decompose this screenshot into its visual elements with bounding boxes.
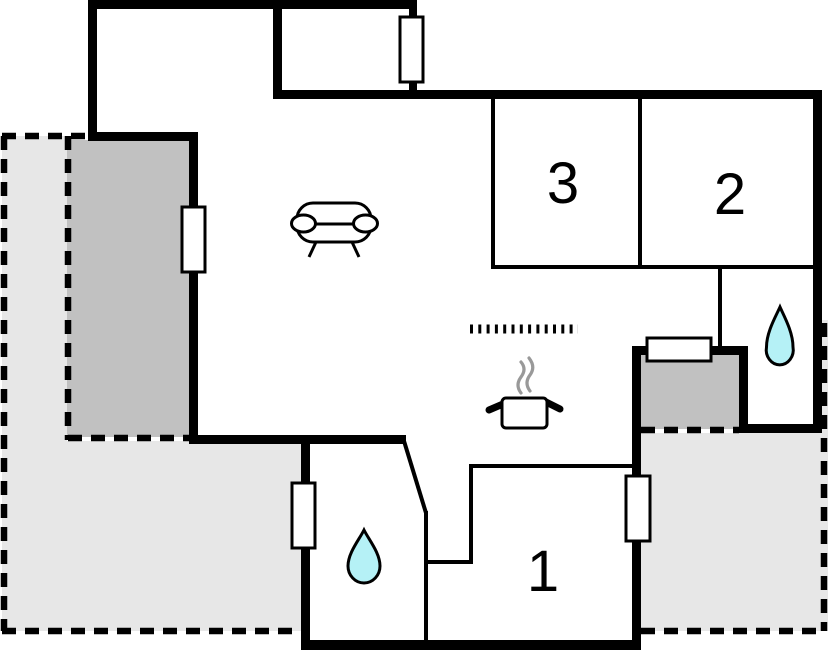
water-drop-icon	[346, 526, 382, 585]
wall-annex-inner	[273, 0, 282, 95]
covered-terrace-left	[67, 140, 193, 437]
wall-house-left	[189, 132, 198, 443]
pot-body	[500, 396, 549, 430]
water-drop-icon	[764, 303, 795, 367]
wall-above-covered-terrace	[88, 132, 198, 141]
sofa-armrest	[290, 213, 317, 234]
window-icon	[290, 481, 317, 550]
cooking-pot-icon	[485, 356, 564, 430]
room-2-label: 2	[713, 162, 747, 227]
wall-annex-left	[88, 0, 97, 141]
room-1-label: 1	[526, 539, 560, 604]
wall-room3-left	[491, 95, 495, 269]
wall-bath-left-top	[189, 435, 406, 444]
window-icon	[645, 336, 713, 363]
wall-room1-jog	[425, 560, 473, 564]
wall-diagonal	[402, 440, 428, 514]
wall-top-annex	[88, 0, 417, 9]
interior-walls	[402, 95, 817, 644]
wall-room1-top	[469, 464, 632, 468]
room-3-label: 3	[546, 151, 580, 216]
wall-room3-room2-divider	[638, 95, 642, 269]
covered-terrace-right	[641, 355, 740, 429]
open-terrace-left	[2, 136, 301, 631]
terraces	[2, 136, 828, 631]
window-icon	[398, 15, 425, 84]
wall-house-right-upper	[813, 90, 822, 433]
wall-bath-left-right-side	[424, 511, 428, 644]
sofa-icon	[290, 201, 379, 258]
wall-rooms-bottom	[491, 265, 817, 269]
wall-covered-terrace-right-side	[739, 346, 748, 433]
steam-icon	[525, 356, 535, 393]
sofa-armrest	[352, 213, 379, 234]
sofa-leg	[350, 241, 361, 258]
sofa-leg	[307, 241, 318, 258]
terrace-dashed-borders	[0, 132, 828, 635]
wall-bath-right-divider	[718, 265, 722, 350]
windows	[180, 15, 713, 550]
wall-room1-left-upper	[469, 464, 473, 564]
wall-below-bath-right	[739, 424, 819, 433]
open-terrace-right	[641, 320, 828, 631]
steam-icon	[516, 360, 526, 395]
window-icon	[624, 474, 652, 543]
wall-bottom	[301, 640, 641, 650]
window-icon	[180, 205, 207, 274]
wall-top-main	[273, 90, 822, 99]
